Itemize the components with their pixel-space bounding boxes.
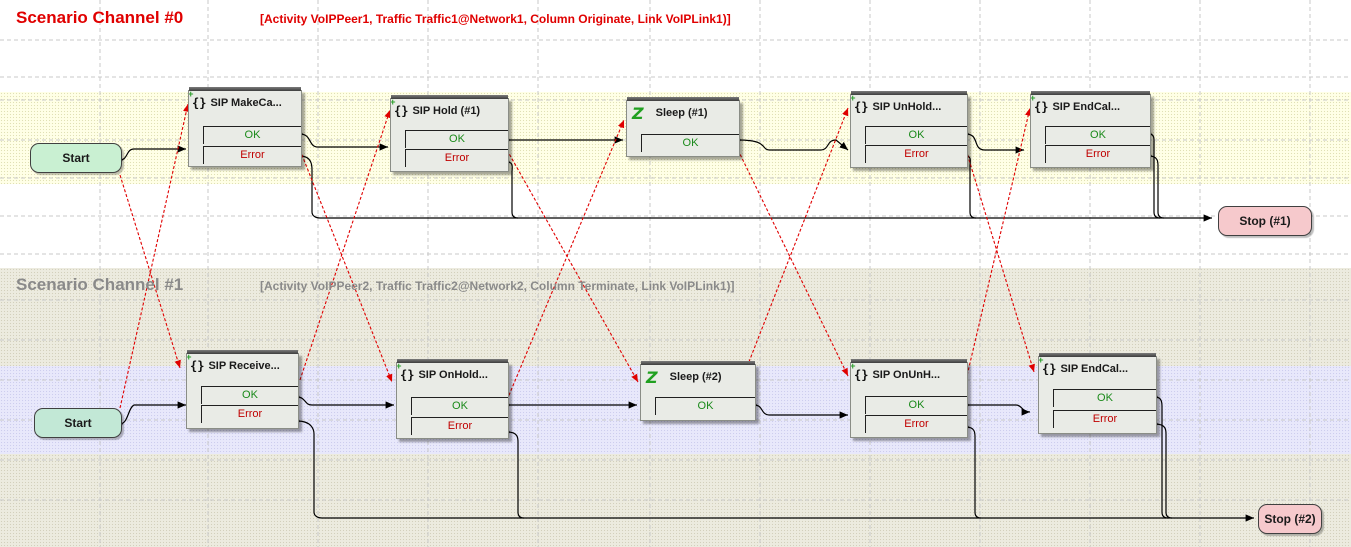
- node-sip-hold-1[interactable]: +{} SIP Hold (#1) OK Error: [390, 95, 509, 172]
- ok-output[interactable]: OK: [1053, 389, 1156, 407]
- stop-node-channel0[interactable]: Stop (#1): [1218, 206, 1312, 236]
- sip-brace-icon: +{}: [187, 354, 205, 373]
- node-header: +{} SIP OnUnH...: [851, 363, 967, 387]
- node-label: Sleep (#2): [669, 371, 722, 383]
- ok-output[interactable]: OK: [655, 397, 755, 415]
- sip-brace-icon: +{}: [397, 363, 415, 382]
- node-header: +{} SIP EndCal...: [1031, 95, 1150, 119]
- error-output[interactable]: Error: [865, 415, 967, 433]
- ok-output[interactable]: OK: [865, 126, 967, 144]
- channel1-subtitle: [Activity VoIPPeer2, Traffic Traffic2@Ne…: [260, 279, 735, 293]
- node-label: SIP EndCal...: [1052, 101, 1121, 113]
- node-sip-end-call-1[interactable]: +{} SIP EndCal... OK Error: [1038, 353, 1157, 434]
- error-output[interactable]: Error: [203, 146, 301, 164]
- channel1-title: Scenario Channel #1: [16, 275, 184, 294]
- ok-output[interactable]: OK: [1045, 126, 1150, 144]
- error-output[interactable]: Error: [405, 149, 508, 167]
- node-header: +{} SIP Hold (#1): [391, 99, 508, 123]
- ok-output[interactable]: OK: [201, 386, 298, 404]
- node-label: SIP OnHold...: [418, 369, 488, 381]
- channel1-flow: [119, 396, 1254, 522]
- sip-brace-icon: +{}: [851, 95, 869, 114]
- ok-output[interactable]: OK: [865, 396, 967, 414]
- node-label: SIP EndCal...: [1060, 363, 1129, 375]
- sip-brace-icon: +{}: [851, 363, 869, 382]
- node-label: Sleep (#1): [655, 107, 708, 119]
- sip-brace-icon: +{}: [1031, 95, 1049, 114]
- node-sleep-2[interactable]: Z Sleep (#2) OK: [640, 361, 756, 421]
- ok-output[interactable]: OK: [405, 130, 508, 148]
- node-header: Z Sleep (#2): [641, 365, 755, 389]
- node-label: SIP OnUnH...: [872, 369, 941, 381]
- sync-connectors: [119, 103, 1035, 409]
- start-node-channel0[interactable]: Start: [30, 143, 122, 173]
- node-header: Z Sleep (#1): [627, 101, 739, 125]
- node-label: SIP Receive...: [208, 360, 280, 372]
- node-label: SIP UnHold...: [872, 101, 942, 113]
- error-output[interactable]: Error: [1053, 410, 1156, 428]
- channel0-title: Scenario Channel #0: [16, 8, 184, 27]
- channel0-subtitle: [Activity VoIPPeer1, Traffic Traffic1@Ne…: [260, 12, 731, 26]
- node-label: SIP Hold (#1): [412, 105, 481, 117]
- node-sip-unhold[interactable]: +{} SIP UnHold... OK Error: [850, 91, 968, 168]
- sleep-z-icon: Z: [646, 367, 658, 387]
- node-sip-receive[interactable]: +{} SIP Receive... OK Error: [186, 350, 299, 429]
- node-sip-onunhold[interactable]: +{} SIP OnUnH... OK Error: [850, 359, 968, 438]
- sip-brace-icon: +{}: [1039, 357, 1057, 376]
- node-sip-onhold[interactable]: +{} SIP OnHold... OK Error: [396, 359, 509, 439]
- node-sleep-1[interactable]: Z Sleep (#1) OK: [626, 97, 740, 157]
- ok-output[interactable]: OK: [641, 134, 739, 152]
- sip-brace-icon: +{}: [189, 91, 207, 110]
- node-header: +{} SIP Receive...: [187, 354, 298, 378]
- start-node-channel1[interactable]: Start: [34, 408, 122, 438]
- error-output[interactable]: Error: [865, 145, 967, 163]
- sip-brace-icon: +{}: [391, 99, 409, 118]
- node-header: +{} SIP MakeCa...: [189, 91, 301, 115]
- node-header: +{} SIP OnHold...: [397, 363, 508, 387]
- sleep-z-icon: Z: [632, 103, 644, 123]
- node-header: +{} SIP EndCal...: [1039, 357, 1156, 381]
- stop-node-channel1[interactable]: Stop (#2): [1258, 504, 1322, 534]
- ok-output[interactable]: OK: [203, 126, 301, 144]
- error-output[interactable]: Error: [1045, 145, 1150, 163]
- node-label: SIP MakeCa...: [210, 97, 282, 109]
- node-header: +{} SIP UnHold...: [851, 95, 967, 119]
- node-sip-make-call[interactable]: +{} SIP MakeCa... OK Error: [188, 87, 302, 167]
- node-sip-end-call-0[interactable]: +{} SIP EndCal... OK Error: [1030, 91, 1151, 168]
- error-output[interactable]: Error: [201, 405, 298, 423]
- ok-output[interactable]: OK: [411, 397, 508, 415]
- error-output[interactable]: Error: [411, 417, 508, 435]
